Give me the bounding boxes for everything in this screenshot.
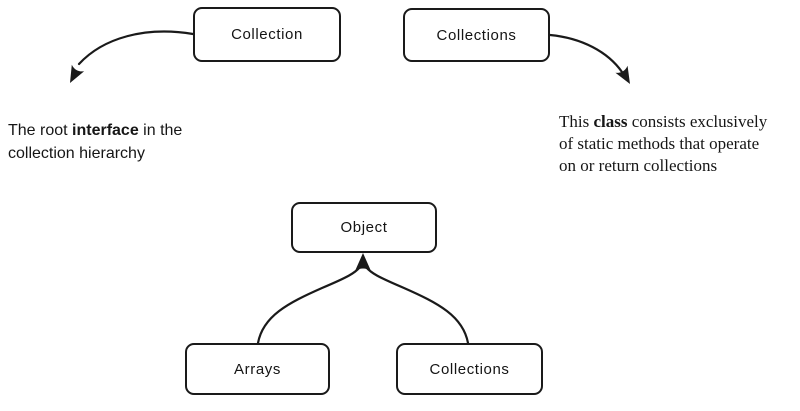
collection-note-arrowhead-icon (70, 64, 85, 83)
collections-class-box: Collections (403, 8, 550, 62)
collections-note-post: consists exclusively of static methods t… (559, 112, 768, 175)
collection-note-post: in the collection hierarchy (8, 122, 183, 162)
collection-box-label: Collection (231, 26, 303, 43)
collections-note-text: This class consists exclusively of stati… (559, 89, 800, 177)
collections-box-label: Collections (436, 26, 517, 44)
collections-bottom-box-label: Collections (429, 360, 510, 378)
inheritance-arrowhead-icon (355, 253, 371, 271)
arrays-box: Arrays (185, 343, 330, 395)
collections-note-keyword: class (593, 112, 628, 131)
arrays-box-label: Arrays (234, 360, 281, 378)
object-box-label: Object (340, 219, 388, 236)
collections-to-object-connector (364, 265, 470, 345)
collection-note-arrow (77, 30, 195, 66)
collection-note-pre: The root (8, 122, 73, 139)
collection-note-text: The root interface in the collection hie… (8, 96, 238, 165)
arrays-to-object-connector (256, 265, 362, 345)
collection-interface-box: Collection (193, 7, 341, 62)
object-box: Object (291, 202, 437, 253)
collections-note-arrowhead-icon (615, 65, 630, 84)
collections-bottom-box: Collections (396, 343, 543, 395)
collection-note-keyword: interface (72, 122, 139, 139)
collections-note-pre: This (559, 112, 594, 131)
collections-note-arrow (548, 33, 624, 74)
